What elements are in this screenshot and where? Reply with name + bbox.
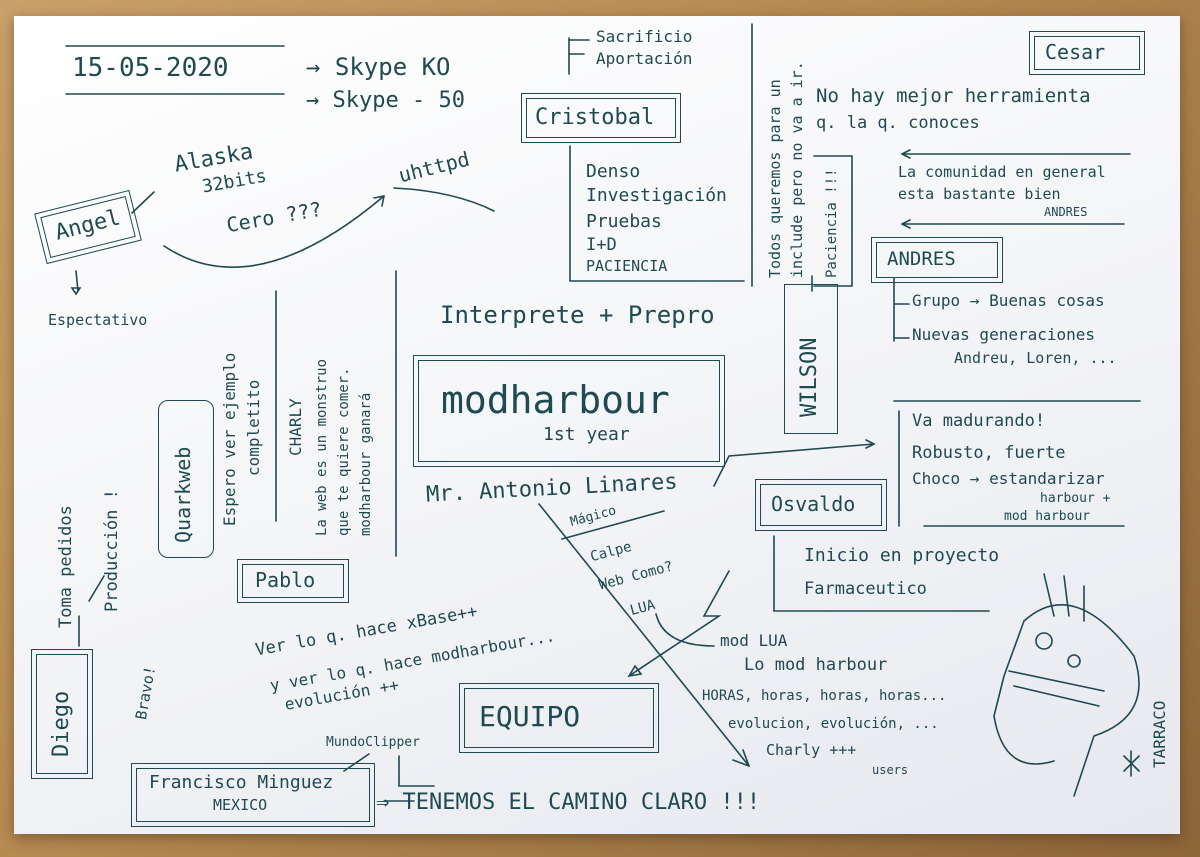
include-note-line2: include pero no va a ir. xyxy=(788,61,806,278)
cesar-line2: q. la q. conoces xyxy=(816,113,980,133)
quarkweb-line2: completito xyxy=(244,379,263,476)
cesar-line3: La comunidad en general xyxy=(898,163,1106,181)
andres-line3: Andreu, Loren, ... xyxy=(954,349,1117,367)
francisco-box: Francisco Minguez MEXICO xyxy=(131,763,375,827)
diego-box: Diego xyxy=(31,649,93,779)
equipo-box: EQUIPO xyxy=(459,683,659,753)
results-line3: HORAS, horas, horas, horas... xyxy=(702,688,947,704)
skype-50-note: → Skype - 50 xyxy=(306,88,465,113)
equipo-label: EQUIPO xyxy=(479,700,581,733)
osvaldo-line7: Farmaceutico xyxy=(804,579,927,599)
cristobal-item: I+D xyxy=(586,235,617,255)
cesar-line1: No hay mejor herramienta xyxy=(816,85,1091,107)
results-line6: users xyxy=(872,763,909,777)
diego-line1: Toma pedidos xyxy=(56,505,76,628)
francisco-country: MEXICO xyxy=(213,796,268,814)
date-label: 15-05-2020 xyxy=(72,53,229,83)
angel-name: Angel xyxy=(52,205,123,246)
charly-name: CHARLY xyxy=(286,398,305,456)
diego-line2: Producción ! xyxy=(102,489,122,612)
include-note-line3: Paciencia !!! xyxy=(824,168,840,278)
osvaldo-box: Osvaldo xyxy=(755,479,887,531)
cristobal-item: Denso xyxy=(586,161,641,182)
sacrificio-label: Sacrificio xyxy=(596,27,693,46)
include-note-line1: Todos queremos para un xyxy=(766,79,784,278)
modharbour-title: modharbour xyxy=(441,378,670,422)
wilson-box: WILSON xyxy=(784,284,838,434)
quarkweb-line1: Espero ver ejemplo xyxy=(220,352,239,526)
results-line5: Charly +++ xyxy=(766,741,857,759)
skype-ko-note: → Skype KO xyxy=(306,53,451,81)
osvaldo-line5: mod harbour xyxy=(1004,509,1091,524)
diego-name: Diego xyxy=(49,690,74,757)
cesar-box: Cesar xyxy=(1029,31,1145,75)
espectativo-label: Espectativo xyxy=(48,311,148,329)
conclusion-label: ⇒ TENEMOS EL CAMINO CLARO !!! xyxy=(376,790,761,815)
results-line1: mod LUA xyxy=(720,631,788,650)
cesar-line4: esta bastante bien xyxy=(898,185,1061,203)
osvaldo-line3: Choco → estandarizar xyxy=(912,469,1105,488)
cristobal-item: Pruebas xyxy=(586,211,662,232)
quarkweb-name: Quarkweb xyxy=(171,446,195,543)
cristobal-item: PACIENCIA xyxy=(586,257,668,275)
interprete-label: Interprete + Prepro xyxy=(440,301,715,329)
wilson-name: WILSON xyxy=(797,337,822,417)
osvaldo-name: Osvaldo xyxy=(771,492,856,516)
charly-line1: La web es un monstruo xyxy=(314,358,330,536)
results-line2: Lo mod harbour xyxy=(744,655,888,675)
cesar-sign: ANDRES xyxy=(1044,205,1088,219)
pablo-name: Pablo xyxy=(255,568,316,592)
cristobal-item: Investigación xyxy=(586,185,727,206)
andres-line2: Nuevas generaciones xyxy=(912,325,1096,344)
modharbour-box: modharbour 1st year xyxy=(413,355,725,467)
paper-sheet: 15-05-2020 → Skype KO → Skype - 50 Sacri… xyxy=(14,16,1180,834)
osvaldo-line6: Inicio en proyecto xyxy=(804,545,1000,566)
pablo-box: Pablo xyxy=(237,559,349,603)
andres-name: ANDRES xyxy=(887,248,956,270)
mundoclipper-label: MundoClipper xyxy=(326,735,420,750)
quarkweb-box: Quarkweb xyxy=(158,400,214,558)
results-line4: evolucion, evolución, ... xyxy=(728,716,939,732)
charly-line2: que te quiere comer. xyxy=(336,367,352,536)
francisco-name: Francisco Minguez xyxy=(149,772,334,793)
osvaldo-line4: harbour + xyxy=(1040,491,1111,506)
andres-line1: Grupo → Buenas cosas xyxy=(912,291,1105,310)
osvaldo-line1: Va madurando! xyxy=(912,411,1046,431)
osvaldo-line2: Robusto, fuerte xyxy=(912,443,1066,463)
charly-line3: modharbour ganará xyxy=(358,392,374,536)
sketch-lines xyxy=(65,23,1141,802)
modharbour-subtitle: 1st year xyxy=(543,424,630,445)
cristobal-box: Cristobal xyxy=(521,93,681,143)
tarraco-label: TARRACO xyxy=(1150,700,1169,768)
cesar-name: Cesar xyxy=(1045,40,1106,64)
aportacion-label: Aportación xyxy=(596,49,693,68)
andres-box: ANDRES xyxy=(871,237,1003,283)
cristobal-name: Cristobal xyxy=(535,105,655,130)
